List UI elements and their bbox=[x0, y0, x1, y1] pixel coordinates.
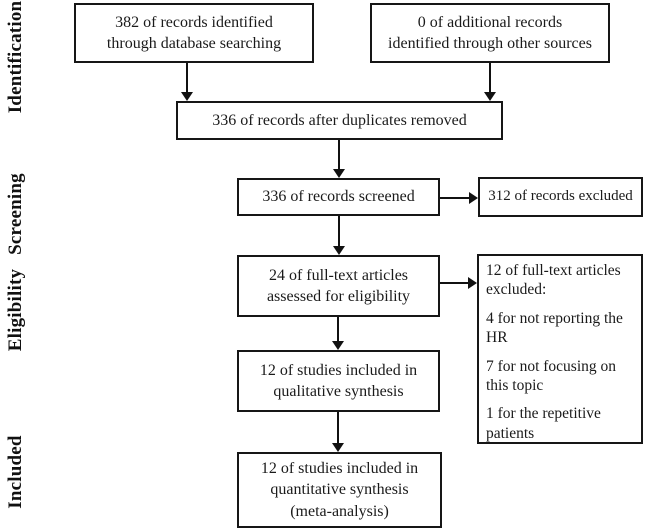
fulltext-excluded-reason-repetitive: 1 for the repetitive patients bbox=[486, 405, 601, 442]
arrow-screened-to-fulltext bbox=[333, 216, 345, 255]
box-qualitative-synthesis-text: 12 of studies included in qualitative sy… bbox=[259, 361, 418, 400]
arrow-other-sources-to-duplicates bbox=[484, 63, 496, 101]
arrow-shaft bbox=[337, 317, 339, 343]
arrow-shaft bbox=[337, 412, 339, 445]
arrow-shaft bbox=[186, 63, 188, 94]
arrow-screened-to-excluded bbox=[440, 192, 478, 204]
box-qualitative-synthesis: 12 of studies included in qualitative sy… bbox=[237, 350, 440, 412]
box-records-excluded: 312 of records excluded bbox=[478, 177, 643, 217]
arrow-head-icon bbox=[332, 341, 344, 350]
arrow-head-icon bbox=[181, 92, 193, 101]
box-records-screened: 336 of records screened bbox=[237, 178, 440, 216]
box-records-other-sources-text: 0 of additional records identified throu… bbox=[388, 13, 592, 52]
box-fulltext-assessed-text: 24 of full-text articles assessed for el… bbox=[266, 266, 411, 305]
fulltext-excluded-header: 12 of full-text articles excluded: bbox=[486, 262, 621, 299]
box-records-identified-database-text: 382 of records identified through databa… bbox=[106, 13, 282, 52]
arrow-head-icon bbox=[468, 277, 477, 289]
box-records-excluded-text: 312 of records excluded bbox=[488, 188, 633, 205]
arrow-head-icon bbox=[484, 92, 496, 101]
box-records-other-sources: 0 of additional records identified throu… bbox=[370, 3, 610, 63]
arrow-database-to-duplicates bbox=[181, 63, 193, 101]
fulltext-excluded-reason-topic: 7 for not focusing on this topic bbox=[486, 357, 617, 394]
arrow-shaft bbox=[440, 197, 471, 199]
arrow-shaft bbox=[338, 140, 340, 171]
box-quantitative-synthesis: 12 of studies included in quantitative s… bbox=[237, 452, 442, 528]
fulltext-excluded-reason-hr: 4 for not reporting the HR bbox=[486, 309, 623, 347]
box-fulltext-excluded: 12 of full-text articles excluded: 4 for… bbox=[477, 254, 643, 444]
arrow-head-icon bbox=[333, 169, 345, 178]
box-quantitative-synthesis-text: 12 of studies included in quantitative s… bbox=[260, 460, 419, 520]
arrow-fulltext-to-qualitative bbox=[332, 317, 344, 350]
box-after-duplicates: 336 of records after duplicates removed bbox=[176, 101, 503, 140]
box-records-identified-database: 382 of records identified through databa… bbox=[74, 3, 314, 63]
box-records-screened-text: 336 of records screened bbox=[262, 188, 415, 206]
stage-label-identification: Identification bbox=[5, 0, 26, 114]
arrow-head-icon bbox=[469, 192, 478, 204]
arrow-qualitative-to-quantitative bbox=[332, 412, 344, 452]
arrow-duplicates-to-screened bbox=[333, 140, 345, 178]
arrow-shaft bbox=[440, 282, 470, 284]
box-fulltext-assessed: 24 of full-text articles assessed for el… bbox=[237, 255, 440, 317]
arrow-fulltext-to-excluded bbox=[440, 277, 477, 289]
stage-label-eligibility: Eligibility bbox=[5, 268, 26, 352]
arrow-shaft bbox=[338, 216, 340, 248]
stage-label-included: Included bbox=[5, 435, 26, 509]
arrow-head-icon bbox=[332, 443, 344, 452]
arrow-head-icon bbox=[333, 246, 345, 255]
arrow-shaft bbox=[489, 63, 491, 94]
box-after-duplicates-text: 336 of records after duplicates removed bbox=[212, 111, 467, 129]
